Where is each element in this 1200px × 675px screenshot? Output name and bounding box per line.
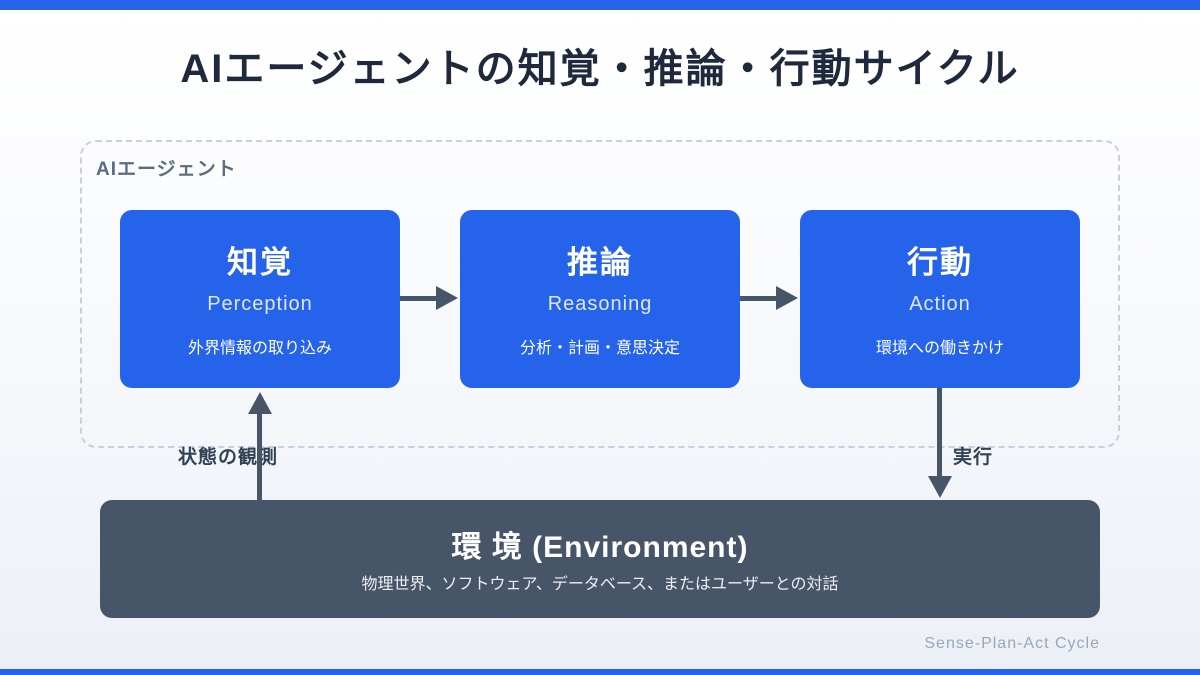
perception-description: 外界情報の取り込み: [187, 340, 332, 357]
arrow-perception-to-reasoning: [400, 296, 440, 301]
reasoning-description: 分析・計画・意思決定: [519, 340, 680, 357]
reasoning-box: 推論 Reasoning 分析・計画・意思決定: [460, 210, 740, 388]
reasoning-title: 推論: [567, 245, 633, 280]
bottom-accent-bar: [0, 669, 1200, 675]
top-accent-bar: [0, 0, 1200, 10]
perception-title: 知覚: [227, 245, 293, 280]
perception-box: 知覚 Perception 外界情報の取り込み: [120, 210, 400, 388]
environment-description: 物理世界、ソフトウェア、データベース、またはユーザーとの対話: [361, 576, 839, 593]
arrowhead-up-icon: [248, 392, 272, 414]
footer-cycle-note: Sense-Plan-Act Cycle: [924, 635, 1100, 652]
agent-container-label: AIエージェント: [96, 159, 237, 180]
reasoning-subtitle: Reasoning: [547, 293, 653, 315]
action-box: 行動 Action 環境への働きかけ: [800, 210, 1080, 388]
arrowhead-right-icon: [776, 286, 798, 310]
arrow-action-to-environment: [937, 388, 942, 478]
arrowhead-right-icon: [436, 286, 458, 310]
page-title: AIエージェントの知覚・推論・行動サイクル: [180, 47, 1020, 91]
environment-box: 環 境 (Environment) 物理世界、ソフトウェア、データベース、または…: [100, 500, 1100, 618]
perception-subtitle: Perception: [207, 293, 313, 315]
arrow-reasoning-to-action: [740, 296, 780, 301]
action-title: 行動: [907, 245, 973, 280]
environment-title: 環 境 (Environment): [451, 531, 749, 564]
agent-dashed-container: AIエージェント: [80, 140, 1120, 448]
arrowhead-down-icon: [928, 476, 952, 498]
execute-label: 実行: [953, 447, 994, 468]
observe-state-label: 状態の観測: [178, 447, 279, 468]
action-description: 環境への働きかけ: [875, 340, 1004, 357]
arrow-environment-to-perception: [257, 410, 262, 500]
action-subtitle: Action: [909, 293, 971, 315]
